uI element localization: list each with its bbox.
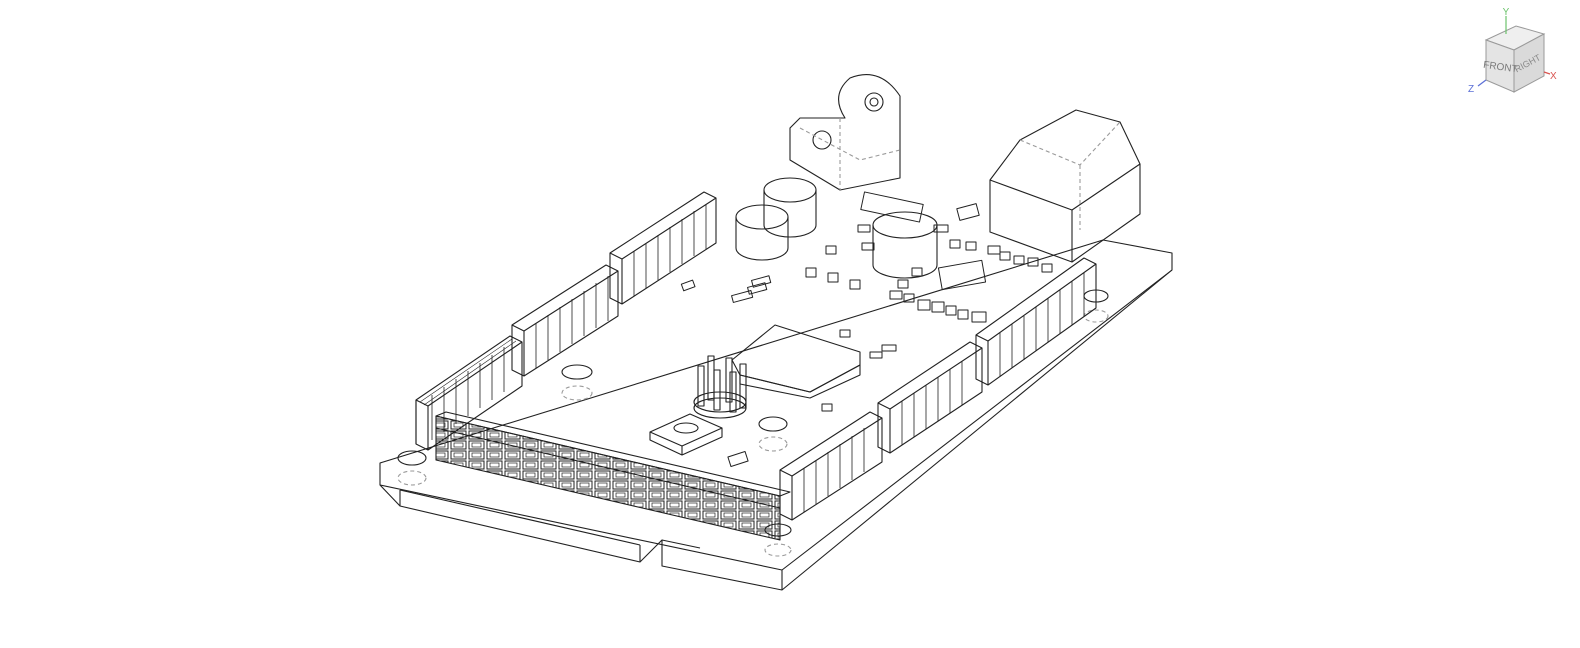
viewcube-front-label: FRONT: [1483, 60, 1519, 76]
y-axis-label: Y: [1503, 7, 1510, 18]
z-axis-line: [1477, 79, 1487, 87]
header-left-3: [609, 191, 717, 305]
header-digital-bottom: [435, 411, 791, 541]
header-left-2: [511, 264, 619, 377]
x-axis-label: X: [1550, 71, 1557, 82]
header-right-3: [975, 257, 1097, 386]
arduino-board-model[interactable]: [379, 74, 1173, 591]
reset-button: [649, 413, 723, 456]
header-left-1: [415, 335, 523, 451]
viewcube[interactable]: FRONT RIGHT Y X Z: [1468, 7, 1557, 95]
power-jack: [989, 109, 1141, 263]
icsp-header: [693, 355, 747, 419]
header-right-2: [877, 341, 983, 454]
capacitor-2: [763, 177, 817, 238]
z-axis-label: Z: [1468, 84, 1474, 95]
microcontroller-chip: [731, 324, 861, 399]
smd-components: [680, 191, 1053, 468]
viewcube-box[interactable]: [1484, 25, 1546, 93]
capacitor-1: [735, 204, 789, 261]
header-right-1: [779, 411, 883, 521]
pcb-board: [379, 239, 1173, 591]
capacitor-3: [872, 211, 938, 279]
usb-connector: [789, 74, 901, 191]
x-axis-line: [1543, 71, 1551, 75]
